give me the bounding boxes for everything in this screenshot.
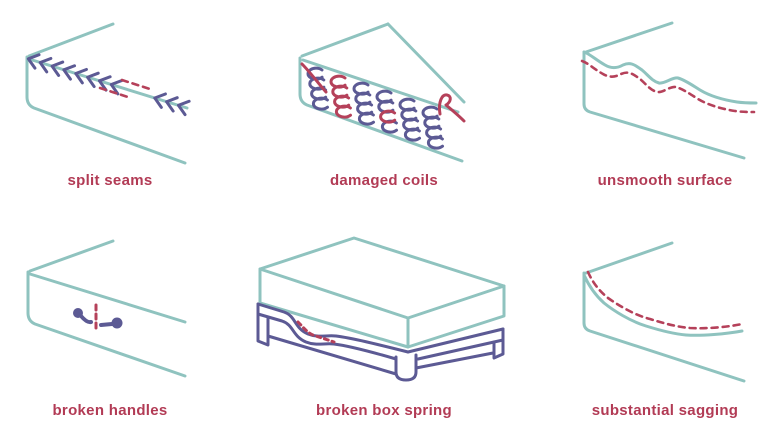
panel-label: split seams <box>67 172 153 189</box>
unsmooth-guide-dashes <box>580 59 756 114</box>
panel-broken-handles: broken handles <box>0 218 256 437</box>
sagging-guide-dashes <box>586 270 744 330</box>
sprung-wire <box>438 93 466 123</box>
panel-label: broken box spring <box>316 402 452 419</box>
box-spring-frame <box>256 302 505 382</box>
panel-split-seams: split seams <box>0 0 256 218</box>
panel-broken-box-spring: broken box spring <box>256 218 512 437</box>
break-mark-dashes <box>296 320 336 344</box>
split-mark-dashes <box>120 78 155 92</box>
panel-substantial-sagging: substantial sagging <box>512 218 768 437</box>
broken-handle <box>73 303 123 330</box>
substantial-sagging-illustration <box>582 241 746 383</box>
split-seams-illustration <box>25 22 191 165</box>
coil-springs <box>300 62 466 150</box>
panel-damaged-coils: damaged coils <box>256 0 512 218</box>
broken-box-spring-illustration <box>256 236 506 382</box>
panel-label: damaged coils <box>329 172 439 189</box>
broken-handles-illustration <box>26 239 187 378</box>
panel-label: substantial sagging <box>591 402 739 419</box>
panel-label: broken handles <box>52 402 168 419</box>
unsmooth-surface-illustration <box>580 21 758 160</box>
panel-unsmooth-surface: unsmooth surface <box>512 0 768 218</box>
damaged-coils-illustration <box>298 22 466 163</box>
damaged-wire <box>300 62 328 94</box>
panel-label: unsmooth surface <box>597 172 733 189</box>
damaged-loop <box>379 109 397 124</box>
mattress <box>258 236 506 349</box>
seam-stitches <box>26 53 191 117</box>
split-mark-dashes <box>98 86 133 100</box>
